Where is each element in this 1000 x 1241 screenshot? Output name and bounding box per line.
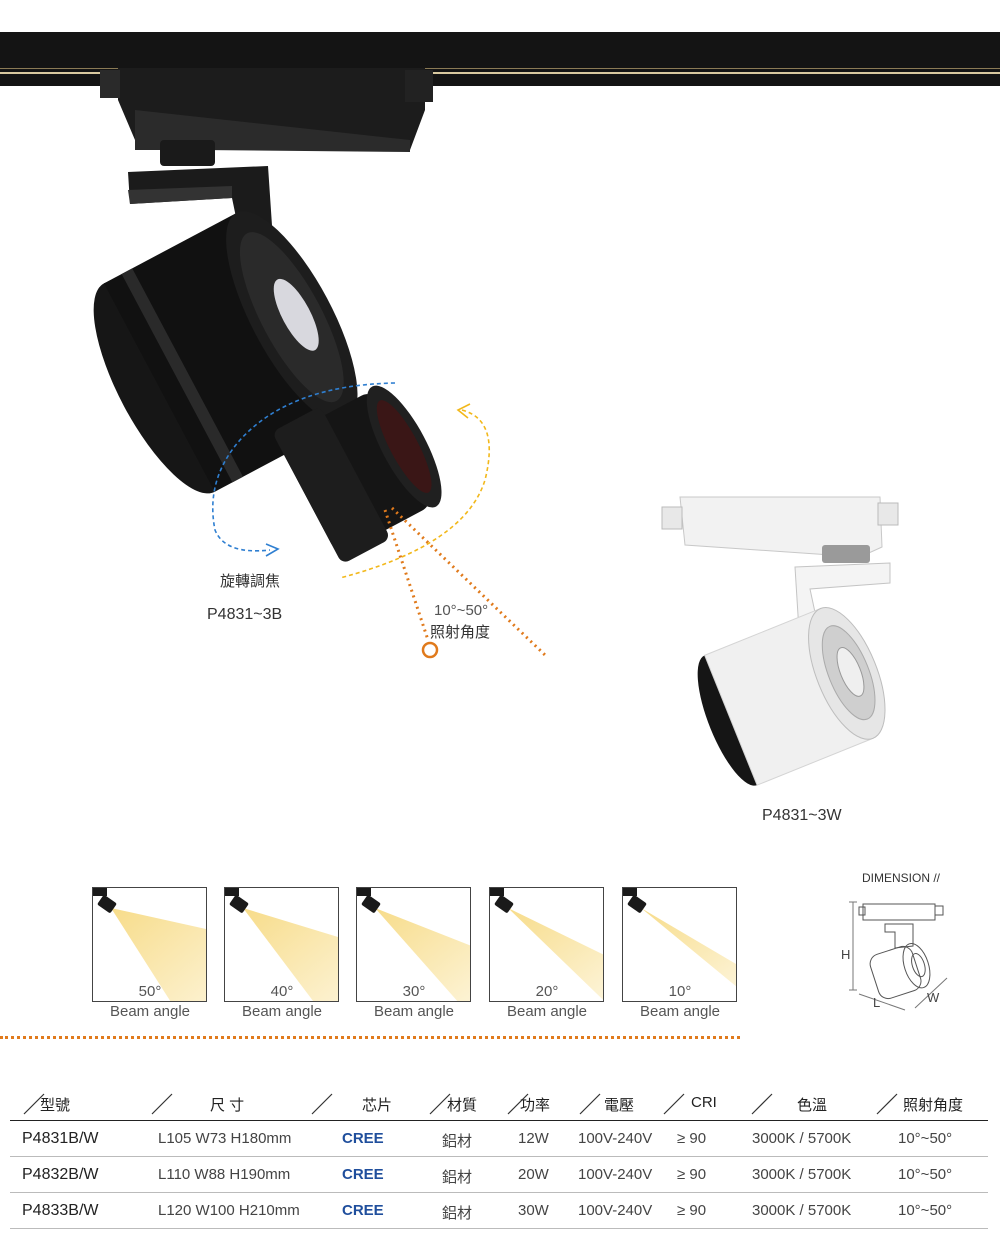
table-cell: L120 W100 H210mm xyxy=(158,1202,300,1219)
beam-box-2 xyxy=(356,887,471,1002)
header-divider xyxy=(751,1093,773,1115)
table-cell: P4831B/W xyxy=(22,1130,99,1147)
table-cell: 鋁材 xyxy=(442,1205,473,1222)
table-header: 型號 尺 寸 芯片 材質 功率 電壓 CRI 色溫 照射角度 xyxy=(10,1088,988,1121)
dotted-divider xyxy=(0,1036,740,1039)
beam-angle-label: Beam angle xyxy=(109,1003,191,1020)
table-cell: 100V-240V xyxy=(578,1130,653,1147)
beam-angle-value: 20° xyxy=(535,983,559,1000)
table-cell: ≥ 90 xyxy=(677,1202,707,1219)
dimension-w: W xyxy=(927,990,940,1005)
dimension-l: L xyxy=(873,995,881,1010)
table-cell: 鋁材 xyxy=(442,1169,473,1186)
table-cell: 100V-240V xyxy=(578,1166,653,1183)
beam-angle-label: Beam angle xyxy=(373,1003,455,1020)
table-cell: P4833B/W xyxy=(22,1202,99,1219)
table-cell: 12W xyxy=(518,1130,549,1147)
black-track-light-image xyxy=(93,68,547,659)
table-cell: CREE xyxy=(342,1202,384,1219)
dimension-h: H xyxy=(841,947,851,962)
table-row: P4833B/W L120 W100 H210mm CREE 鋁材 30W 100V-24… xyxy=(10,1193,988,1229)
beam-angle-value: 50° xyxy=(138,983,162,1000)
table-cell: 10°~50° xyxy=(898,1166,953,1183)
spec-table: 型號 尺 寸 芯片 材質 功率 電壓 CRI 色溫 照射角度 P4831B/W L105 W73 … xyxy=(10,1088,988,1229)
header-divider xyxy=(429,1093,451,1115)
column-header: 色溫 xyxy=(797,1097,828,1114)
column-header: 電壓 xyxy=(604,1097,635,1114)
beam-angle-value: 30° xyxy=(402,983,426,1000)
table-cell: CREE xyxy=(342,1130,384,1147)
table-cell: ≥ 90 xyxy=(677,1166,707,1183)
beam-range-value: 10°~50° xyxy=(434,602,489,619)
table-cell: 10°~50° xyxy=(898,1130,953,1147)
dimension-drawing xyxy=(849,901,948,1011)
table-cell: ≥ 90 xyxy=(677,1130,707,1147)
column-header: 芯片 xyxy=(362,1097,393,1114)
beam-angle-label: Beam angle xyxy=(506,1003,588,1020)
table-cell: P4832B/W xyxy=(22,1166,99,1183)
beam-angle-value: 40° xyxy=(270,983,294,1000)
column-header: 型號 xyxy=(40,1097,71,1114)
table-cell: 3000K / 5700K xyxy=(752,1166,852,1183)
header-divider xyxy=(876,1093,898,1115)
beam-box-1 xyxy=(224,887,339,1002)
dimension-title: DIMENSION // xyxy=(862,871,941,885)
beam-angle-value: 10° xyxy=(668,983,692,1000)
white-model-label: P4831~3W xyxy=(762,807,842,824)
header-divider xyxy=(23,1093,45,1115)
table-cell: 3000K / 5700K xyxy=(752,1130,852,1147)
black-model-label: P4831~3B xyxy=(207,606,283,623)
beam-angle-label: Beam angle xyxy=(639,1003,721,1020)
table-cell: 鋁材 xyxy=(442,1133,473,1150)
column-header: 材質 xyxy=(447,1097,478,1114)
table-row: P4831B/W L105 W73 H180mm CREE 鋁材 12W 100V-240… xyxy=(10,1121,988,1157)
table-cell: 3000K / 5700K xyxy=(752,1202,852,1219)
column-header: 尺 寸 xyxy=(210,1097,245,1114)
table-cell: CREE xyxy=(342,1166,384,1183)
table-row: P4832B/W L110 W88 H190mm CREE 鋁材 20W 100V-240… xyxy=(10,1157,988,1193)
header-divider xyxy=(507,1093,529,1115)
table-cell: L110 W88 H190mm xyxy=(158,1166,291,1183)
header-divider xyxy=(663,1093,685,1115)
header-divider xyxy=(579,1093,601,1115)
table-cell: 100V-240V xyxy=(578,1202,653,1219)
table-cell: 30W xyxy=(518,1202,549,1219)
column-header: 照射角度 xyxy=(903,1097,964,1114)
table-cell: 20W xyxy=(518,1166,549,1183)
beam-angle-label: Beam angle xyxy=(241,1003,323,1020)
beam-range-label: 照射角度 xyxy=(430,624,491,641)
beam-box-3 xyxy=(489,887,604,1002)
white-track-light-image xyxy=(661,496,899,786)
header-divider xyxy=(311,1093,333,1115)
beam-box-0 xyxy=(92,887,207,1002)
beam-box-4 xyxy=(622,887,737,1002)
column-header: CRI xyxy=(691,1094,717,1111)
header-divider xyxy=(151,1093,173,1115)
table-cell: 10°~50° xyxy=(898,1202,953,1219)
column-header: 功率 xyxy=(520,1097,551,1114)
focus-label: 旋轉調焦 xyxy=(220,573,281,590)
table-cell: L105 W73 H180mm xyxy=(158,1130,292,1147)
